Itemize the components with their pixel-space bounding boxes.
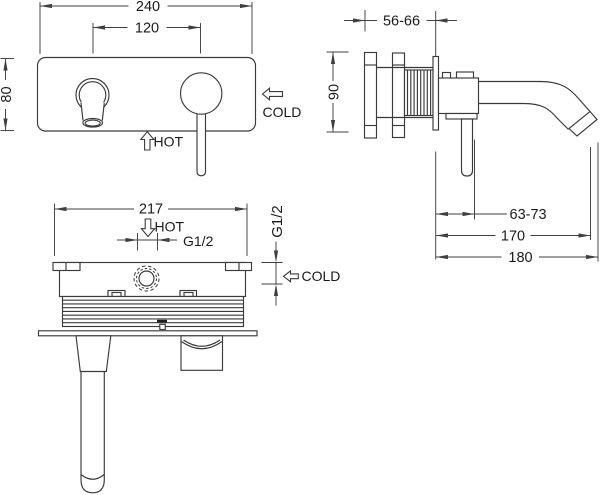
- dim-120: 120: [92, 20, 201, 54]
- dim-g12-top-label: G1/2: [183, 233, 214, 249]
- dim-63-73: 63-73: [436, 207, 547, 223]
- dim-240: 240: [39, 0, 253, 54]
- front-cold-callout: COLD: [261, 87, 302, 120]
- hot-inlet-port: [133, 265, 160, 292]
- rough-in-hot-label: HOT: [155, 219, 185, 235]
- side-thread-section: [403, 69, 434, 117]
- rough-in-hot-callout: HOT: [140, 218, 185, 238]
- rough-in-view: 217 HOT G1/2: [37, 202, 341, 494]
- dim-217: 217: [54, 202, 248, 256]
- hot-down-arrow-icon: [140, 218, 156, 238]
- rough-in-cold-label: COLD: [302, 268, 341, 284]
- cold-left-arrow-icon: [282, 269, 299, 283]
- dim-56-66: 56-66: [344, 10, 457, 32]
- dim-56-66-label: 56-66: [383, 13, 420, 29]
- dim-63-73-label: 63-73: [510, 207, 547, 223]
- side-valve-body: [437, 71, 480, 120]
- rough-in-cold-callout: COLD: [282, 268, 341, 284]
- dim-80: 80: [0, 58, 15, 131]
- spout-outlet-face: [568, 110, 598, 137]
- dim-180: 180: [436, 250, 598, 266]
- dim-120-label: 120: [135, 20, 159, 36]
- rough-in-handle-base: [180, 335, 224, 371]
- side-wall-flange: [432, 55, 440, 131]
- dim-170-label: 170: [501, 228, 525, 244]
- cold-arrow-icon: [261, 87, 284, 101]
- dim-180-label: 180: [508, 250, 532, 266]
- rough-in-body: [52, 261, 253, 298]
- dim-90-label: 90: [327, 84, 343, 100]
- dim-80-label: 80: [0, 86, 15, 102]
- dim-90: 90: [326, 51, 349, 133]
- front-hot-label: HOT: [154, 134, 184, 150]
- dim-170: 170: [436, 228, 591, 244]
- front-view: 240 120 80: [0, 0, 302, 177]
- front-handle: [179, 72, 223, 177]
- dim-g12-side: G1/2: [261, 205, 286, 306]
- dim-240-label: 240: [136, 0, 160, 15]
- side-view: 56-66 90: [326, 10, 599, 266]
- rough-in-ribbed-section: [61, 295, 245, 331]
- rough-in-spout: [75, 335, 112, 494]
- rough-in-wall-plate: [37, 330, 258, 337]
- front-hot-callout: HOT: [139, 130, 184, 151]
- side-extension-lines: [435, 11, 599, 262]
- dim-217-label: 217: [139, 202, 163, 218]
- front-spout: [75, 77, 110, 128]
- alignment-notch: [159, 323, 166, 331]
- front-cold-label: COLD: [263, 104, 302, 120]
- side-spout: [478, 80, 598, 137]
- dim-g12-top: G1/2: [117, 233, 214, 251]
- front-wall-plate: [36, 56, 257, 132]
- alignment-mark: [157, 319, 167, 323]
- side-mount-bracket: [363, 51, 406, 139]
- hot-arrow-icon: [139, 130, 155, 151]
- dim-g12-side-label: G1/2: [269, 205, 286, 238]
- side-body: [376, 55, 440, 131]
- side-handle-lever: [460, 118, 474, 177]
